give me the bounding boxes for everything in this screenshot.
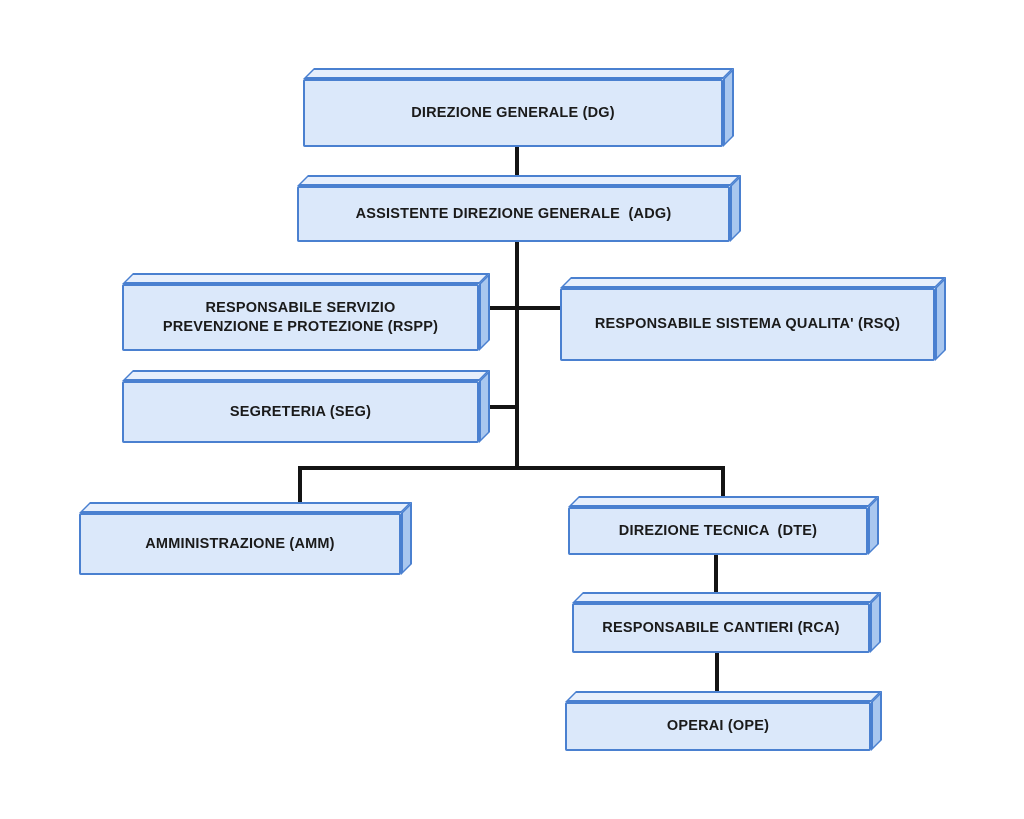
connector-dg-adg — [515, 147, 519, 187]
org-node-direzione-generale: DIREZIONE GENERALE (DG) — [303, 68, 734, 147]
node-top-face — [122, 370, 490, 381]
node-label: RESPONSABILE CANTIERI (RCA) — [602, 619, 840, 636]
node-top-face — [572, 592, 881, 603]
connector-rspp-rsq — [477, 306, 562, 310]
node-side-face — [479, 370, 490, 443]
node-front-face: DIREZIONE TECNICA (DTE) — [568, 507, 868, 555]
node-top-face — [297, 175, 741, 186]
node-label: DIREZIONE TECNICA (DTE) — [618, 522, 818, 539]
node-side-face — [479, 273, 490, 351]
node-front-face: RESPONSABILE CANTIERI (RCA) — [572, 603, 870, 653]
org-node-responsabile-sistema-qualita: RESPONSABILE SISTEMA QUALITA' (RSQ) — [560, 277, 946, 361]
connector-rca-ope — [715, 653, 719, 702]
node-label: OPERAI (OPE) — [666, 718, 770, 735]
node-label: ASSISTENTE DIREZIONE GENERALE (ADG) — [355, 205, 672, 222]
node-label: AMMINISTRAZIONE (AMM) — [145, 535, 335, 552]
node-top-face — [122, 273, 490, 284]
node-label: RESPONSABILE SISTEMA QUALITA' (RSQ) — [594, 316, 901, 333]
connector-branch-amm — [298, 466, 302, 513]
org-node-direzione-tecnica: DIREZIONE TECNICA (DTE) — [568, 496, 879, 555]
org-node-operai: OPERAI (OPE) — [565, 691, 882, 751]
node-label: SEGRETERIA (SEG) — [229, 403, 372, 420]
node-side-face — [868, 496, 879, 555]
org-node-responsabile-cantieri: RESPONSABILE CANTIERI (RCA) — [572, 592, 881, 653]
org-node-assistente-direzione-generale: ASSISTENTE DIREZIONE GENERALE (ADG) — [297, 175, 741, 242]
node-label: RESPONSABILE SERVIZIO PREVENZIONE E PROT… — [162, 299, 439, 335]
node-front-face: SEGRETERIA (SEG) — [122, 381, 479, 443]
connector-dte-rca — [714, 555, 718, 603]
node-front-face: ASSISTENTE DIREZIONE GENERALE (ADG) — [297, 186, 730, 242]
node-top-face — [568, 496, 879, 507]
node-top-face — [560, 277, 946, 288]
node-front-face: RESPONSABILE SISTEMA QUALITA' (RSQ) — [560, 288, 935, 361]
node-top-face — [79, 502, 412, 513]
connector-adg-seg — [477, 405, 517, 409]
node-side-face — [401, 502, 412, 575]
node-front-face: DIREZIONE GENERALE (DG) — [303, 79, 723, 147]
node-side-face — [935, 277, 946, 361]
node-front-face: AMMINISTRAZIONE (AMM) — [79, 513, 401, 575]
node-top-face — [303, 68, 734, 79]
node-front-face: RESPONSABILE SERVIZIO PREVENZIONE E PROT… — [122, 284, 479, 351]
connector-branch-horizontal — [298, 466, 725, 470]
node-side-face — [723, 68, 734, 147]
node-side-face — [730, 175, 741, 242]
org-node-segreteria: SEGRETERIA (SEG) — [122, 370, 490, 443]
node-top-face — [565, 691, 882, 702]
node-front-face: OPERAI (OPE) — [565, 702, 871, 751]
node-side-face — [871, 691, 882, 751]
node-side-face — [870, 592, 881, 653]
node-label: DIREZIONE GENERALE (DG) — [411, 104, 615, 121]
org-node-amministrazione: AMMINISTRAZIONE (AMM) — [79, 502, 412, 575]
org-node-responsabile-servizio-prevenzione-protezione: RESPONSABILE SERVIZIO PREVENZIONE E PROT… — [122, 273, 490, 351]
connector-branch-dte — [721, 466, 725, 507]
connector-adg-spine — [515, 242, 519, 470]
